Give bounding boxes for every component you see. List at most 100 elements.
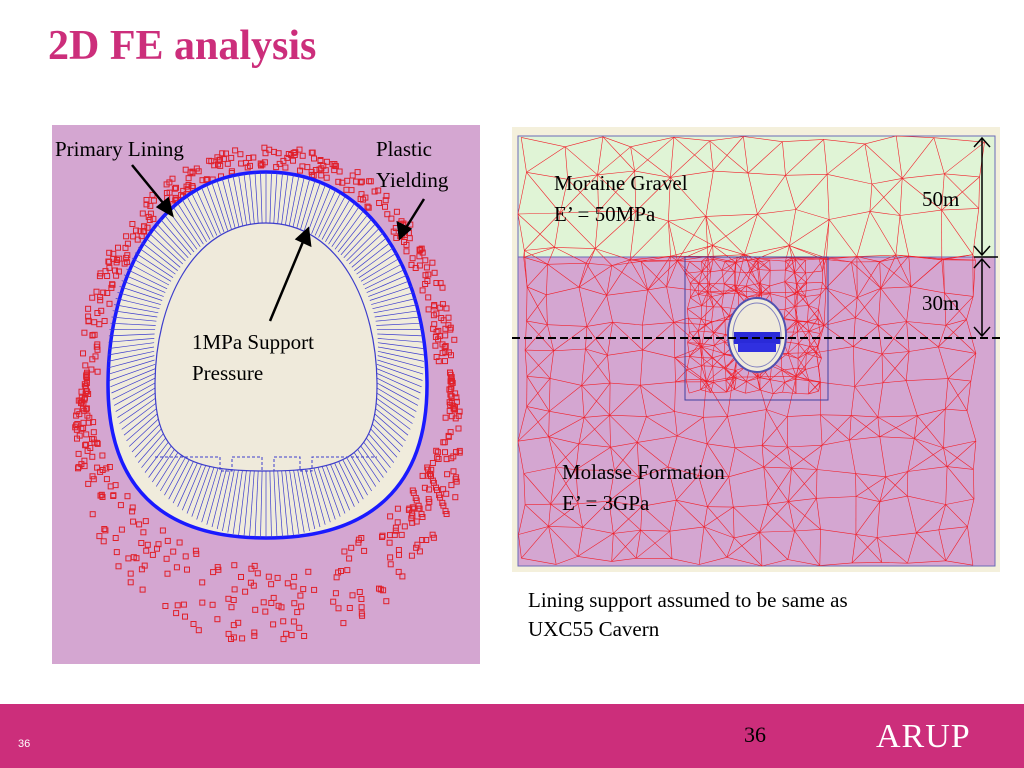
mesh-edge	[700, 306, 714, 320]
lining-element	[377, 359, 424, 375]
mesh-edge	[700, 365, 702, 380]
mesh-edge	[818, 258, 823, 271]
mesh-edge	[916, 504, 946, 534]
mesh-edge	[781, 353, 799, 359]
lining-element	[206, 185, 225, 233]
mesh-edge	[614, 442, 638, 471]
mesh-edge	[855, 288, 882, 318]
mesh-edge	[788, 498, 817, 502]
yield-point	[118, 526, 125, 533]
mesh-edge	[713, 170, 749, 174]
mesh-edge	[685, 379, 690, 394]
yield-point	[78, 388, 85, 395]
yield-point	[280, 618, 287, 625]
mesh-edge	[794, 529, 821, 532]
mesh-edge	[690, 297, 702, 306]
mesh-edge	[797, 331, 799, 344]
mesh-edge	[689, 271, 703, 284]
yield-point	[176, 539, 183, 546]
yield-point	[358, 596, 365, 602]
mesh-edge	[613, 529, 641, 534]
lining-element	[108, 338, 155, 343]
yield-point	[101, 526, 108, 532]
mesh-edge	[905, 380, 918, 416]
mesh-edge	[585, 348, 608, 356]
lining-element	[260, 172, 263, 224]
yield-point	[109, 281, 116, 288]
lining-element	[307, 461, 326, 525]
mesh-edge	[781, 370, 785, 383]
lining-element	[300, 464, 316, 530]
mesh-edge	[550, 469, 577, 505]
mesh-edge	[907, 447, 944, 472]
mesh-edge	[567, 179, 599, 212]
yield-point	[225, 595, 232, 602]
mesh-edge	[795, 259, 806, 274]
mesh-edge	[907, 532, 917, 564]
mesh-edge	[805, 365, 819, 370]
lining-element	[227, 467, 240, 533]
mesh-edge	[698, 294, 712, 297]
mesh-edge	[945, 378, 949, 410]
mesh-edge	[637, 435, 678, 443]
mesh-edge	[879, 261, 882, 289]
yield-point	[103, 465, 110, 472]
yield-point	[251, 562, 258, 569]
mesh-edge	[714, 341, 725, 346]
lining-element	[123, 274, 166, 293]
mesh-edge	[517, 213, 555, 248]
mesh-edge	[785, 259, 796, 262]
mesh-edge	[707, 476, 730, 507]
mesh-edge	[757, 175, 786, 215]
yield-point	[430, 534, 437, 541]
mesh-edge	[910, 258, 944, 288]
arrow-primary-lining	[131, 164, 174, 218]
mesh-edge	[707, 291, 714, 308]
yield-point	[99, 452, 106, 459]
yield-point	[444, 471, 451, 478]
yield-point	[414, 541, 421, 548]
mesh-edge	[907, 438, 915, 472]
yield-point	[335, 605, 342, 612]
lining-element	[114, 304, 159, 314]
mesh-edge	[826, 174, 830, 220]
yield-point	[343, 186, 350, 193]
mesh-edge	[750, 269, 758, 273]
mesh-edge	[851, 261, 858, 298]
yield-point	[434, 449, 441, 456]
mesh-edge	[701, 357, 713, 367]
lining-element	[372, 298, 417, 310]
yield-point	[341, 548, 348, 555]
mesh-edge	[770, 369, 782, 380]
mesh-edge	[756, 376, 767, 410]
mesh-edge	[611, 529, 641, 562]
yield-point	[366, 178, 373, 185]
mesh-edge	[907, 496, 917, 533]
lining-element	[372, 384, 417, 412]
mesh-edge	[895, 215, 901, 256]
mesh-edge	[728, 290, 736, 317]
mesh-edge	[749, 258, 758, 273]
mesh-edge	[674, 381, 676, 412]
yield-point	[174, 602, 181, 609]
caption-line1: Lining support assumed to be same as	[528, 588, 848, 612]
mesh-edge	[805, 294, 821, 297]
mesh-edge	[706, 357, 738, 383]
lining-element	[109, 363, 156, 381]
yield-point	[273, 164, 280, 171]
mesh-edge	[783, 306, 796, 319]
yield-point	[137, 228, 144, 235]
mesh-edge	[578, 443, 611, 448]
mesh-edge	[523, 257, 528, 287]
mesh-edge	[549, 378, 551, 412]
yield-point	[217, 162, 224, 169]
mesh-edge	[769, 259, 786, 262]
mesh-edge	[640, 261, 648, 290]
mesh-edge	[941, 209, 974, 255]
mesh-edge	[877, 382, 884, 418]
mesh-edge	[805, 296, 809, 306]
yield-point	[416, 262, 423, 269]
yield-point	[193, 550, 200, 557]
mesh-edge	[549, 350, 554, 379]
mesh-edge	[906, 378, 949, 381]
